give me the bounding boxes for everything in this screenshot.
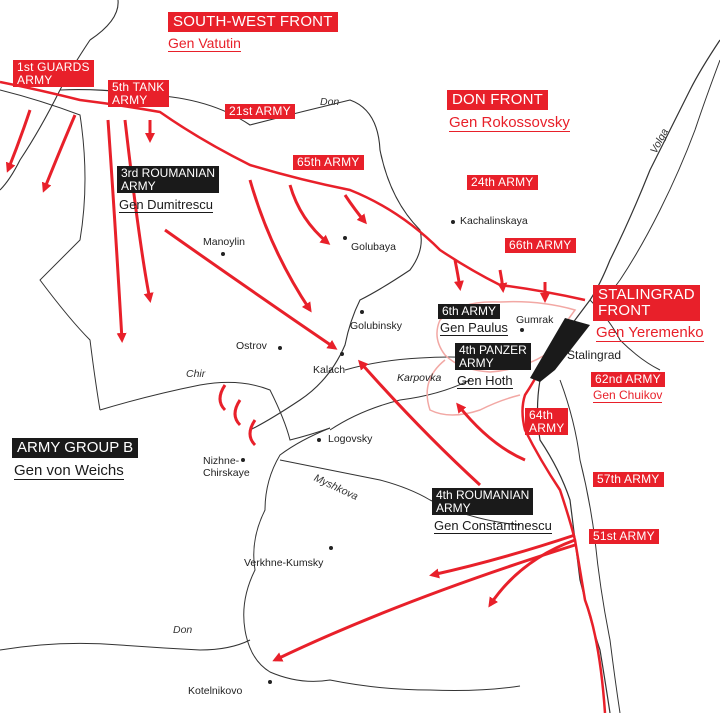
3rd-roumanian-commander: Gen Dumitrescu — [119, 197, 213, 213]
logovsky-dot-icon — [317, 438, 321, 442]
town-stalingrad: Stalingrad — [567, 348, 622, 362]
arrow-51-3 — [272, 543, 576, 662]
chir-river — [99, 381, 331, 441]
town-kalach: Kalach — [313, 364, 346, 376]
nizhne-chirskaye-dot-icon — [241, 458, 245, 462]
stalingrad-city — [530, 318, 590, 382]
66th-army-label: 66th ARMY — [505, 238, 576, 253]
verkhne-kumsky-dot-icon — [329, 546, 333, 550]
6th-army-commander: Gen Paulus — [440, 320, 508, 336]
3rd-roumanian-line1: 3rd ROUMANIAN — [121, 166, 216, 180]
5th-tank-line2: ARMY — [112, 92, 148, 107]
town-logovsky: Logovsky — [328, 433, 373, 445]
golubaya-dot-icon — [343, 236, 347, 240]
4th-panzer-line1: 4th PANZER — [459, 343, 527, 357]
myshkova-river — [279, 459, 521, 526]
4th-roumanian-line2: ARMY — [436, 500, 471, 515]
town-verkhne-kumsky: Verkhne-Kumsky — [244, 557, 324, 569]
21st-army-label: 21st ARMY — [225, 104, 295, 119]
57th-army-label: 57th ARMY — [593, 472, 664, 487]
arrow-tank-2 — [123, 119, 154, 303]
arrow-guards-1 — [5, 109, 32, 173]
4th-panzer-line2: ARMY — [459, 355, 494, 370]
62nd-army-commander: Gen Chuikov — [593, 388, 663, 403]
town-golubaya: Golubaya — [351, 241, 396, 253]
volga-bank — [594, 59, 720, 316]
gumrak-dot-icon — [520, 328, 524, 332]
arrow-66-2 — [497, 269, 508, 293]
5th-tank-line1: 5th TANK — [112, 80, 165, 94]
nizhne-line1: Nizhne- — [203, 455, 240, 467]
arrow-51-2 — [488, 538, 576, 608]
river-chir: Chir — [186, 368, 206, 380]
town-manoylin: Manoylin — [203, 236, 246, 248]
4th-roumanian-commander: Gen Constantinescu — [434, 518, 552, 534]
6th-army-label: 6th ARMY — [438, 304, 501, 319]
stalingrad-front-line1: STALINGRAD — [598, 286, 695, 303]
64th-line2: ARMY — [529, 420, 565, 435]
64th-army-label: 64th ARMY — [525, 408, 569, 436]
town-golubinsky: Golubinsky — [350, 320, 402, 332]
arrow-21-1 — [164, 228, 338, 350]
arrow-21-2 — [248, 179, 312, 313]
stalingrad-front-commander: Gen Yeremenko — [596, 324, 704, 342]
4th-roumanian-line1: 4th ROUMANIAN — [436, 488, 530, 502]
arrow-66-1 — [453, 259, 464, 291]
51st-army-label: 51st ARMY — [589, 529, 659, 544]
3rd-roumanian-army-label: 3rd ROUMANIAN ARMY — [117, 166, 220, 194]
army-group-b-label: ARMY GROUP B — [12, 438, 139, 458]
manoylin-dot-icon — [221, 252, 225, 256]
kachalinskaya-dot-icon — [451, 220, 455, 224]
town-nizhne-chirskaye: Nizhne- Chirskaye — [203, 455, 250, 479]
river-don-south: Don — [173, 624, 193, 636]
don-interior — [329, 379, 471, 431]
river-don-north: Don — [320, 96, 340, 108]
1st-guards-line1: 1st GUARDS — [17, 60, 90, 74]
ostrov-dot-icon — [278, 346, 282, 350]
town-karpovka: Karpovka — [397, 372, 442, 384]
chir-hooks — [218, 384, 257, 447]
don-river-south — [243, 427, 521, 691]
arrow-rou4-north — [358, 359, 482, 487]
kalach-dot-icon — [340, 352, 344, 356]
24th-army-label: 24th ARMY — [467, 175, 538, 190]
kotelnikovo-dot-icon — [268, 680, 272, 684]
4th-roumanian-army-label: 4th ROUMANIAN ARMY — [432, 488, 534, 516]
4th-panzer-commander: Gen Hoth — [457, 373, 513, 389]
golubinsky-dot-icon — [360, 310, 364, 314]
town-kachalinskaya: Kachalinskaya — [460, 215, 528, 227]
5th-tank-army-label: 5th TANK ARMY — [108, 80, 169, 108]
town-kotelnikovo: Kotelnikovo — [188, 685, 243, 697]
arrow-guards-2 — [41, 114, 77, 193]
town-ostrov: Ostrov — [236, 340, 267, 352]
1st-guards-army-label: 1st GUARDS ARMY — [13, 60, 94, 88]
1st-guards-line2: ARMY — [17, 72, 53, 87]
don-lower — [0, 639, 251, 651]
arrow-tank-1 — [106, 119, 127, 343]
pocket-south — [426, 359, 521, 416]
front-line-west — [0, 89, 101, 411]
stalingrad-front-label: STALINGRAD FRONT — [593, 285, 700, 321]
arrow-51-1 — [429, 533, 576, 579]
soviet-front-line — [0, 80, 586, 302]
don-front-label: DON FRONT — [447, 90, 548, 110]
stalingrad-front-line2: FRONT — [598, 301, 651, 319]
don-front-commander: Gen Rokossovsky — [449, 114, 570, 132]
arrow-64 — [456, 402, 526, 462]
62nd-army-label: 62nd ARMY — [591, 372, 665, 387]
soviet-front-line-south — [521, 359, 607, 713]
arrow-65-1 — [288, 184, 331, 245]
65th-army-label: 65th ARMY — [293, 155, 364, 170]
army-group-b-commander: Gen von Weichs — [14, 462, 124, 480]
nizhne-line2: Chirskaye — [203, 467, 250, 479]
south-west-front-label: SOUTH-WEST FRONT — [168, 12, 338, 32]
4th-panzer-army-label: 4th PANZER ARMY — [455, 343, 531, 371]
64th-line1: 64th — [529, 408, 554, 422]
arrow-65-2 — [343, 194, 367, 225]
town-gumrak: Gumrak — [516, 314, 554, 326]
south-west-front-commander: Gen Vatutin — [168, 35, 241, 52]
3rd-roumanian-line2: ARMY — [121, 178, 156, 193]
